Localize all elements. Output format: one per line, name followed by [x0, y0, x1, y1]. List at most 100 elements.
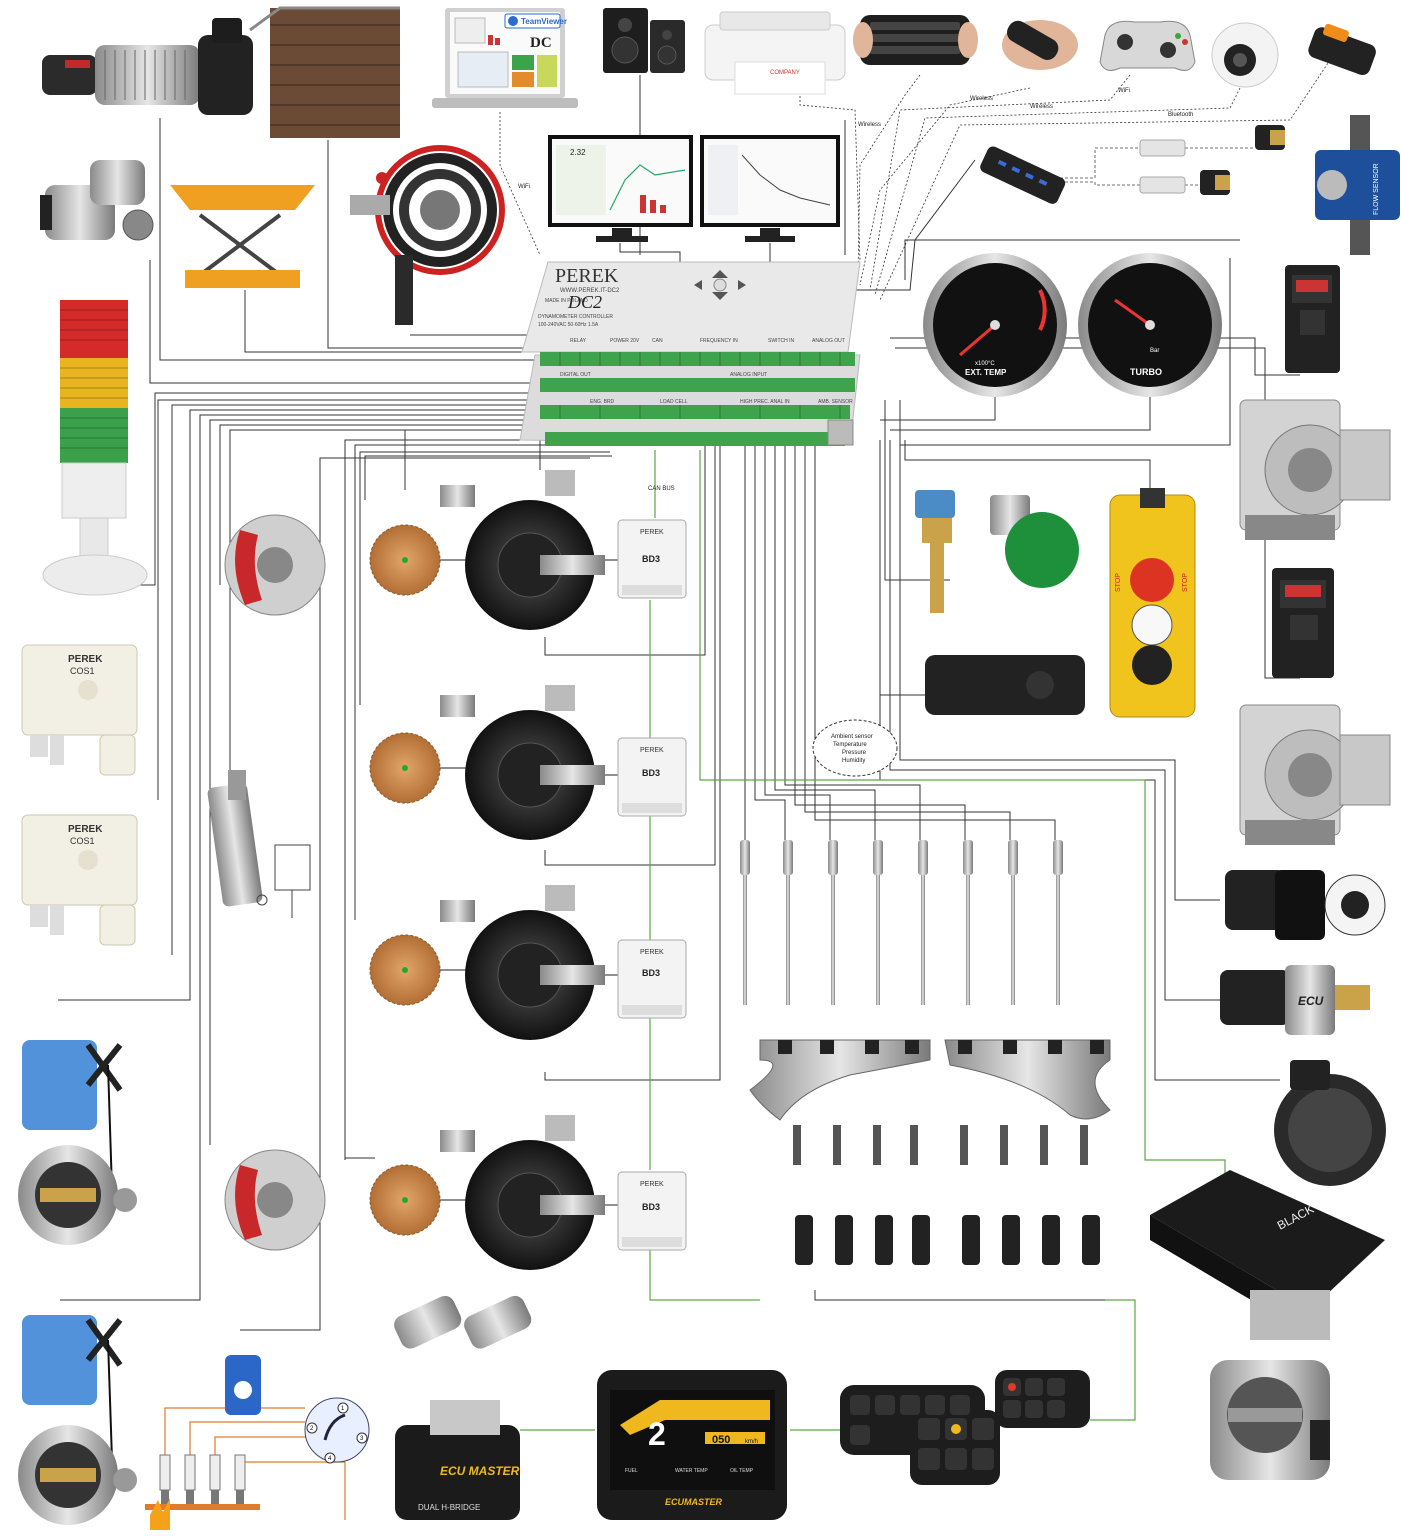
- rotary-switch: [1225, 870, 1386, 940]
- camera: [1211, 22, 1279, 88]
- can-keypads: [840, 1370, 1090, 1485]
- ign-pin-1: 1: [341, 1406, 345, 1412]
- label-wifi: WiFi: [518, 184, 530, 190]
- section-load-cell: LOAD CELL: [660, 399, 688, 405]
- boost-unit: Bar: [1150, 348, 1159, 354]
- ignition-distributor: [304, 1397, 370, 1464]
- bd3-model-1: BD3: [642, 554, 660, 564]
- controller-model: DC2: [567, 292, 602, 312]
- label-can-bus: CAN BUS: [648, 486, 675, 492]
- bd3-model-2: BD3: [642, 768, 660, 778]
- map-sensor: [925, 655, 1085, 715]
- bd3-box-2: [617, 737, 687, 817]
- laptop: [432, 8, 578, 108]
- bd3-brand-3: PEREK: [640, 949, 664, 956]
- remote-control: [1002, 20, 1078, 70]
- dyno-channel-3: [369, 885, 620, 1040]
- bd3-brand-4: PEREK: [640, 1181, 664, 1188]
- bd3-model-4: BD3: [642, 1202, 660, 1212]
- dyno-channel-4: [369, 1115, 620, 1270]
- spark-plugs: [145, 1454, 260, 1530]
- servo-throttle-2: [18, 1315, 137, 1525]
- lambda-sensors: [793, 1125, 1100, 1265]
- section-can: CAN: [652, 338, 663, 344]
- cos1-model-1: COS1: [70, 666, 95, 676]
- bd3-box-3: [617, 939, 687, 1019]
- usb-adapters: [1139, 139, 1186, 194]
- dash-label-oil: OIL TEMP: [730, 1468, 754, 1474]
- section-amb-sensor: AMB. SENSOR: [818, 399, 853, 405]
- usb-links: [1060, 147, 1255, 186]
- bd3-box-1: [617, 519, 687, 599]
- egt-probes: [740, 840, 1063, 1005]
- dash-speed: 050: [712, 1434, 730, 1446]
- blower-fan-2: [1239, 704, 1391, 845]
- cos1-brand-1: PEREK: [68, 654, 103, 665]
- ign-pin-2: 2: [310, 1426, 314, 1432]
- monitor-1: [548, 135, 693, 242]
- printer-brand: COMPANY: [770, 70, 800, 76]
- egt-name: EXT. TEMP: [965, 368, 1007, 377]
- ambient-line-2: Temperature: [833, 742, 867, 748]
- section-freq: FREQUENCY IN: [700, 338, 738, 344]
- ambient-sensor-cloud: [812, 719, 898, 777]
- section-analog-out: ANALOG OUT: [812, 338, 845, 344]
- dc-logo: DC: [530, 35, 552, 51]
- flow-sensor: [1315, 115, 1400, 255]
- speakers: [603, 8, 685, 73]
- ecu-black: [1150, 1170, 1385, 1340]
- co-sensor-2: [21, 814, 138, 946]
- section-power: POWER 20V: [610, 338, 640, 344]
- egt-gauge: [923, 253, 1067, 397]
- exhaust-manifolds: [749, 1039, 1111, 1121]
- controller-power-spec: 100-240VAC 50-60Hz 1.5A: [538, 322, 599, 328]
- label-bluetooth: Bluetooth: [1168, 112, 1193, 118]
- section-relay: RELAY: [570, 338, 587, 344]
- controller-subtitle: DYNAMOMETER CONTROLLER: [538, 314, 613, 320]
- boost-name: TURBO: [1130, 367, 1162, 377]
- signal-wires: [58, 75, 1300, 1331]
- egt-unit: x100°C: [975, 361, 995, 367]
- ambient-line-3: Pressure: [842, 750, 867, 756]
- dash-label-water: WATER TEMP: [675, 1468, 708, 1474]
- bd3-model-3: BD3: [642, 968, 660, 978]
- electronic-throttle: [1210, 1360, 1330, 1480]
- brake-caliper-2: [224, 1149, 326, 1251]
- ecumaster-dash: [597, 1370, 787, 1520]
- label-wireless-3: Wireless: [1030, 104, 1053, 110]
- ecu-dual-hbridge: [395, 1400, 520, 1520]
- starter-motor: [40, 160, 154, 241]
- current-clamp: [225, 1355, 261, 1415]
- wireless-keyboard: [853, 15, 978, 65]
- garage-door: [249, 6, 400, 138]
- section-switch: SWITCH IN: [768, 338, 794, 344]
- cos1-model-2: COS1: [70, 836, 95, 846]
- dash-speed-unit: km/h: [745, 1439, 758, 1445]
- cos1-brand-2: PEREK: [68, 824, 103, 835]
- bd3-box-4: [617, 1171, 687, 1251]
- servo-throttle-1: [18, 1040, 137, 1245]
- pressure-sensor-brand: ECU: [1298, 994, 1324, 1008]
- hbridge-brand: ECU MASTER: [440, 1464, 520, 1478]
- brake-caliper-1: [224, 514, 326, 616]
- dc2-controller: [519, 261, 861, 446]
- ambient-line-4: Humidity: [842, 758, 865, 764]
- dash-label-fuel: FUEL: [625, 1468, 638, 1474]
- hbridge-name: DUAL H-BRIDGE: [418, 1503, 480, 1512]
- green-pushbutton: [990, 495, 1079, 588]
- dyno-channel-2: [369, 685, 620, 840]
- oil-pressure-sensor: [1220, 965, 1370, 1035]
- winch: [42, 18, 253, 115]
- stop-label-right: STOP: [1182, 573, 1189, 592]
- boost-gauge: [1078, 253, 1222, 397]
- section-digital-out: DIGITAL OUT: [560, 372, 591, 378]
- teamviewer-label: TeamViewer: [521, 17, 567, 26]
- controller-brand: PEREK: [555, 265, 619, 287]
- maf-sensor: [1274, 1060, 1386, 1186]
- usb-hub: [980, 146, 1066, 204]
- flow-sensor-label: FLOW SENSOR: [1373, 163, 1380, 215]
- exhaust-hose-reel: [350, 145, 505, 325]
- blower-fan-1: [1239, 399, 1391, 540]
- vfd-2: [1272, 568, 1334, 678]
- label-wireless-2: Wireless: [970, 96, 993, 102]
